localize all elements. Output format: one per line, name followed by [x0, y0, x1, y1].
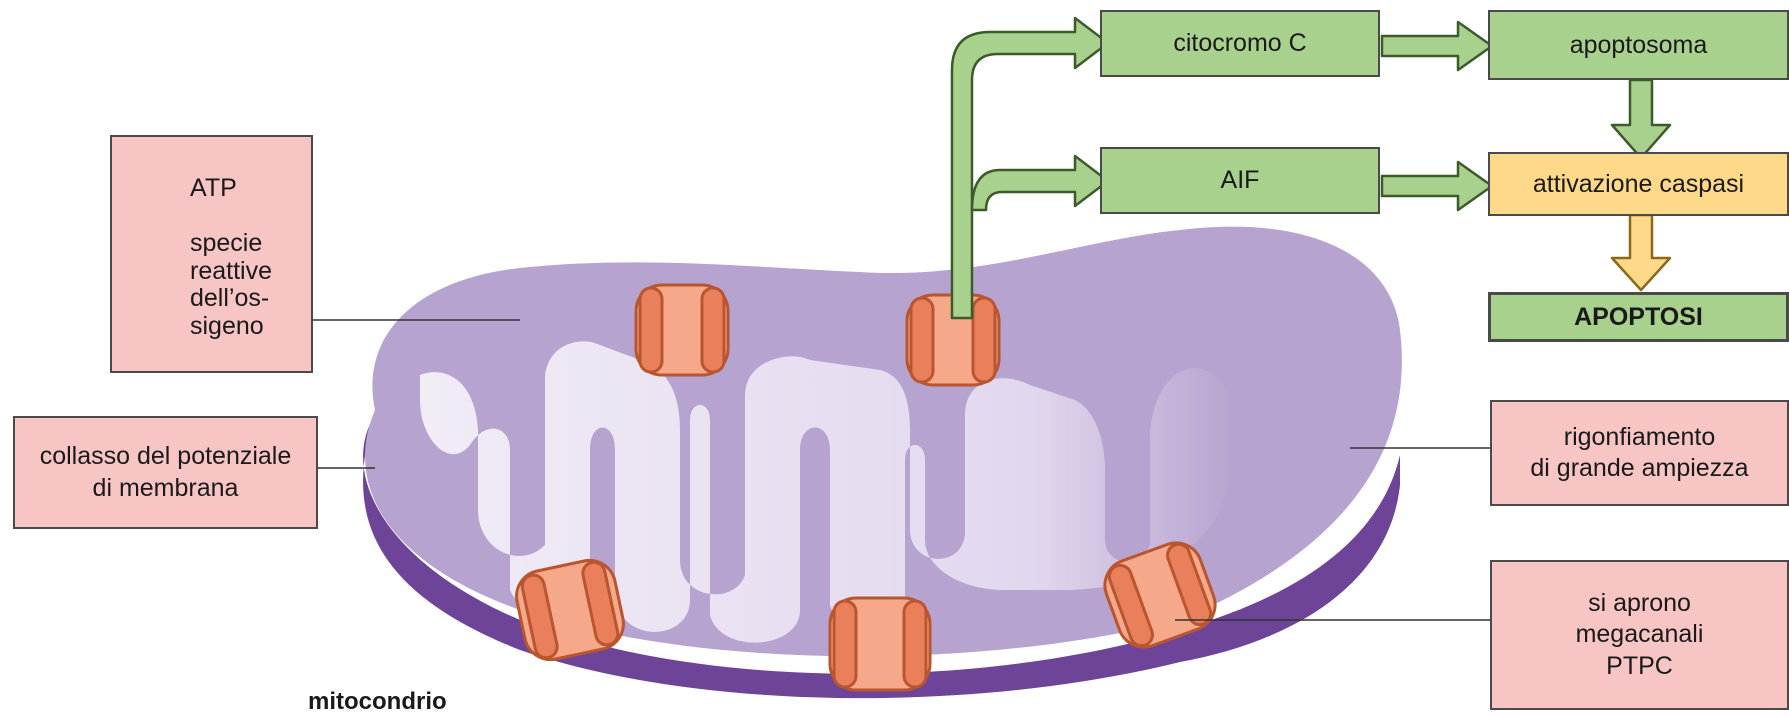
- citocromo-label: citocromo C: [1173, 29, 1306, 58]
- apoptosi-label: APOPTOSI: [1574, 303, 1703, 332]
- aif-box: AIF: [1100, 147, 1380, 214]
- arrow-to-aif: [972, 156, 1108, 210]
- rigonfiamento-box: rigonfiamento di grande ampiezza: [1490, 400, 1789, 506]
- aif-label: AIF: [1221, 166, 1260, 195]
- collasso-label: collasso del potenziale di membrana: [40, 441, 292, 504]
- caspasi-label: attivazione caspasi: [1533, 170, 1744, 199]
- apoptosoma-box: apoptosoma: [1488, 10, 1789, 80]
- arrow-apoptosoma-caspasi: [1612, 80, 1670, 158]
- channel-bottom-center: [830, 598, 930, 690]
- diagram-title: mitocondrio: [308, 688, 447, 716]
- citocromo-box: citocromo C: [1100, 10, 1380, 77]
- collasso-box: collasso del potenziale di membrana: [13, 416, 318, 529]
- channel-top-left: [636, 285, 728, 375]
- megacanali-box: si aprono megacanali PTPC: [1490, 560, 1789, 710]
- megacanali-label: si aprono megacanali PTPC: [1576, 588, 1704, 682]
- rigonfiamento-label: rigonfiamento di grande ampiezza: [1530, 422, 1748, 485]
- arrow-citocromo-apoptosoma: [1382, 22, 1492, 70]
- apoptosoma-label: apoptosoma: [1570, 31, 1708, 60]
- arrow-aif-caspasi: [1382, 162, 1492, 210]
- caspasi-box: attivazione caspasi: [1488, 152, 1789, 216]
- legend-ros: specie reattive dell’os- sigeno: [190, 230, 272, 340]
- arrow-caspasi-apoptosi: [1612, 215, 1670, 290]
- legend-atp: ATP: [190, 175, 237, 203]
- apoptosi-box: APOPTOSI: [1488, 292, 1789, 342]
